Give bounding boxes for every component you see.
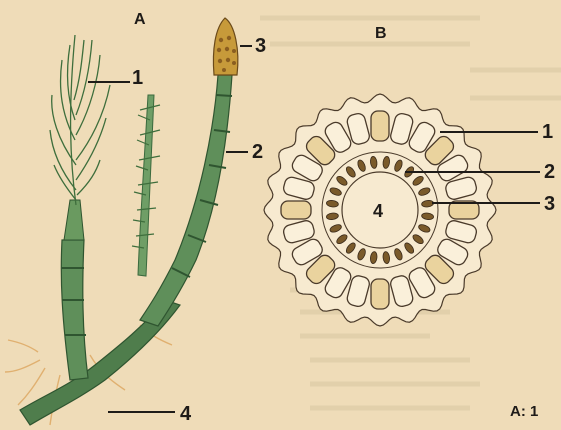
horsetail-plant <box>5 18 252 425</box>
panel-b-label-1: 1 <box>542 121 553 143</box>
panel-a-label-2: 2 <box>252 141 263 163</box>
sterile-shoot-plume <box>50 35 110 205</box>
cortex-cell <box>371 279 389 309</box>
panel-a-label-1: 1 <box>132 67 143 89</box>
cortex-cell <box>371 111 389 141</box>
panel-a-label-4: 4 <box>180 403 192 425</box>
fertile-stem <box>140 75 232 326</box>
panel-b-label-2: 2 <box>544 161 555 183</box>
caption-fragment: A: 1 <box>510 403 538 420</box>
panel-b-label-3: 3 <box>544 193 555 215</box>
left-stem <box>61 200 88 380</box>
panel-a-label-3: 3 <box>255 35 266 57</box>
panel-b-title: B <box>375 25 387 42</box>
stem-cross-section <box>264 94 540 326</box>
cortex-cell <box>281 201 311 219</box>
panel-a-title: A <box>134 11 146 28</box>
panel-b-label-4: 4 <box>373 201 383 221</box>
strobilus-cone <box>213 18 237 75</box>
middle-stem <box>132 95 160 276</box>
